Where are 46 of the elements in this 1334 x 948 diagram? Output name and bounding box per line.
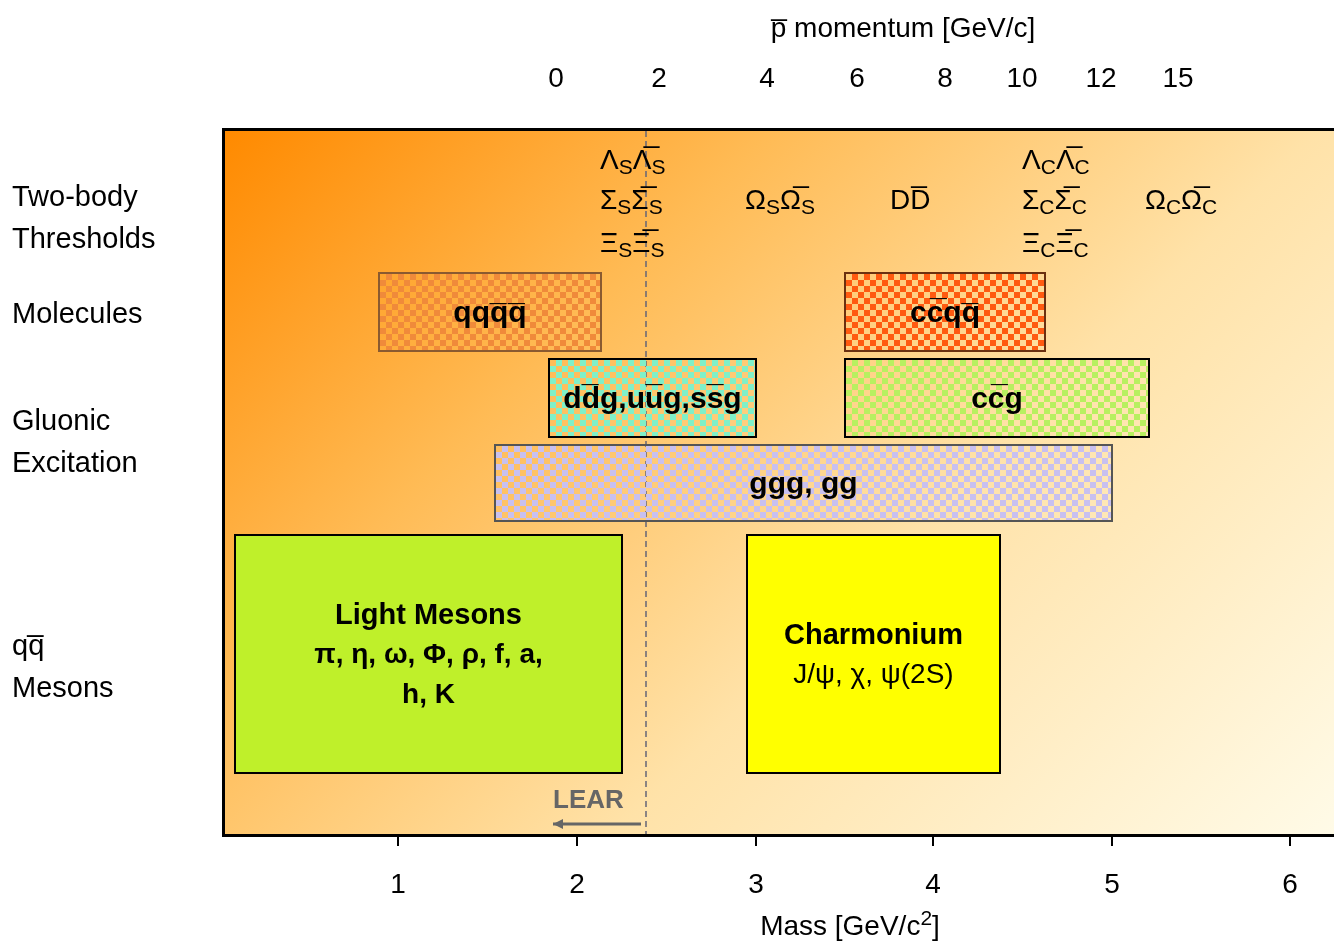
box-body: J/ψ, χ, ψ(2S) [792, 657, 955, 691]
threshold-label: Λ$_{S}$Λ̅$_{S}$ [600, 143, 666, 178]
meson-box [234, 534, 623, 774]
threshold-label: Ω$_{C}$Ω̅$_{C}$ [1145, 183, 1218, 218]
molecule-box [378, 272, 602, 352]
tick-label: 10 [1006, 61, 1038, 95]
row-label: qq̅ Mesons [12, 628, 115, 705]
glueball-box [494, 444, 1113, 522]
axis-title: p̅ momentum [GeV/c] [770, 11, 1036, 45]
box-title: cc̅qq̅ [910, 294, 980, 330]
tick-label: 12 [1085, 61, 1117, 95]
tick-label: 6 [849, 61, 865, 95]
tick-label: 4 [925, 867, 941, 901]
box-body: π, η, ω, Φ, ρ, f, a, h, K [313, 637, 544, 711]
gluonic-box [844, 358, 1150, 438]
tick-label: 8 [937, 61, 953, 95]
meson-box [746, 534, 1001, 774]
threshold-label: Σ$_{S}$Σ̅$_{S}$ [600, 183, 663, 218]
threshold-label: DD̅ [890, 183, 931, 217]
tick-label: 5 [1104, 867, 1120, 901]
threshold-label: Λ$_{C}$Λ̅$_{C}$ [1022, 143, 1090, 178]
tick-label: 6 [1282, 867, 1298, 901]
tick-label: 3 [748, 867, 764, 901]
gluonic-box [548, 358, 757, 438]
tick-label: 1 [390, 867, 406, 901]
threshold-label: Ξ$_{C}$Ξ̅$_{C}$ [1022, 226, 1089, 261]
facility-label: LEAR [553, 783, 624, 815]
tick-label: 15 [1162, 61, 1194, 95]
box-title: Light Mesons [335, 597, 522, 632]
box-title: Charmonium [784, 617, 963, 652]
threshold-label: Ξ$_{S}$Ξ̅$_{S}$ [600, 226, 665, 261]
box-title: dd̅g,uu̅g,ss̅g [563, 380, 742, 416]
box-title: qqq̅q̅ [453, 294, 527, 330]
tick-label: 2 [651, 61, 667, 95]
row-label: Gluonic Excitation [12, 403, 139, 480]
threshold-label: Σ$_{C}$Σ̅$_{C}$ [1022, 183, 1087, 218]
box-title: cc̅g [971, 380, 1023, 416]
axis-title: Mass [GeV/c$^{2}$] [760, 908, 940, 943]
threshold-label: Ω$_{S}$Ω̅$_{S}$ [745, 183, 815, 218]
molecule-box [844, 272, 1046, 352]
row-label: Molecules [12, 296, 144, 331]
box-title: ggg, gg [749, 465, 858, 501]
tick-label: 4 [759, 61, 775, 95]
tick-label: 2 [569, 867, 585, 901]
tick-label: 0 [548, 61, 564, 95]
row-label: Two-body Thresholds [12, 179, 157, 256]
